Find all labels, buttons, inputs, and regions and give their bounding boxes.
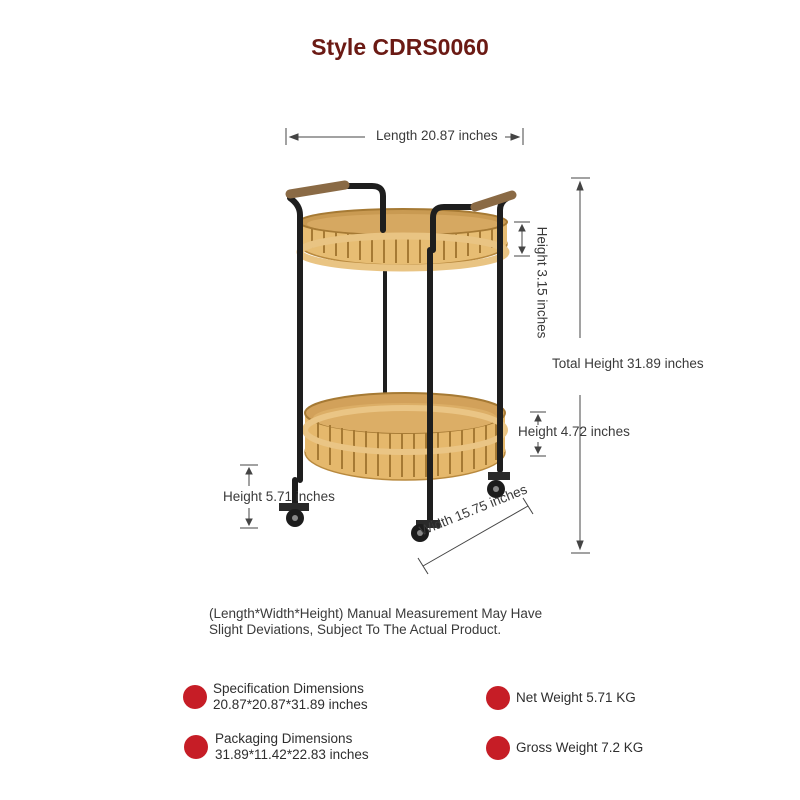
spec-dimensions-value: 20.87*20.87*31.89 inches <box>213 697 368 712</box>
wheel-height-label: Height 5.71 inches <box>223 489 335 504</box>
handle-grip-left <box>285 180 350 199</box>
packaging-dimensions-value: 31.89*11.42*22.83 inches <box>215 747 369 762</box>
caster-left <box>279 503 309 527</box>
note-line-1: (Length*Width*Height) Manual Measurement… <box>209 606 543 621</box>
gross-weight-label: Gross Weight 7.2 KG <box>516 740 644 755</box>
packaging-dimensions-label: Packaging Dimensions <box>215 731 353 746</box>
spec-dimensions-item: Specification Dimensions 20.87*20.87*31.… <box>183 681 368 713</box>
net-weight-label: Net Weight 5.71 KG <box>516 690 636 705</box>
caster-right <box>487 472 510 498</box>
measurement-note: (Length*Width*Height) Manual Measurement… <box>209 606 599 638</box>
length-label: Length 20.87 inches <box>376 128 498 143</box>
caster-front <box>411 520 440 542</box>
bottom-tray-height-label: Height 4.72 inches <box>518 424 630 439</box>
note-line-2: Slight Deviations, Subject To The Actual… <box>209 622 502 637</box>
handle-grip-right <box>470 190 517 212</box>
bullet-icon <box>486 736 510 760</box>
net-weight-item: Net Weight 5.71 KG <box>486 686 636 710</box>
bullet-icon <box>184 735 208 759</box>
dimension-lines <box>240 128 590 575</box>
spec-dimensions-label: Specification Dimensions <box>213 681 364 696</box>
page-title: Style CDRS0060 <box>311 34 489 60</box>
packaging-dimensions-item: Packaging Dimensions 31.89*11.42*22.83 i… <box>184 731 369 763</box>
bullet-icon <box>486 686 510 710</box>
bottom-tray <box>302 392 508 481</box>
total-height-label: Total Height 31.89 inches <box>552 356 704 371</box>
gross-weight-item: Gross Weight 7.2 KG <box>486 736 643 760</box>
top-tray <box>296 208 510 272</box>
bullet-icon <box>183 685 207 709</box>
top-tray-height-label: Height 3.15 inches <box>534 226 550 339</box>
